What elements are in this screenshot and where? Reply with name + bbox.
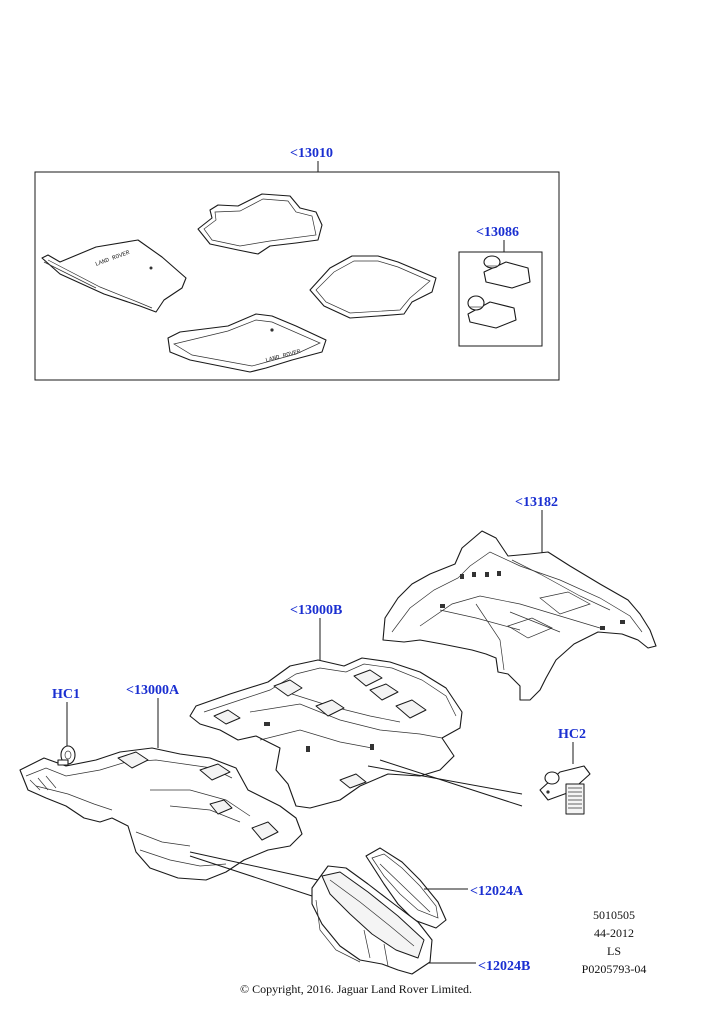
meta-line-1: 5010505	[593, 908, 635, 922]
front-floor-carpet[interactable]	[19, 747, 303, 881]
hc1-group: HC1	[52, 687, 80, 766]
callout-hc1[interactable]: HC1	[52, 687, 80, 702]
hc1-retaining-clip[interactable]	[57, 745, 76, 766]
callout-13182[interactable]: <13182	[515, 495, 558, 510]
floor-mat-rear-right[interactable]	[197, 193, 323, 255]
hc2-retaining-clip[interactable]	[539, 765, 591, 815]
console-trim-12024B[interactable]	[311, 865, 433, 975]
console-trim-group: <12024A <12024B	[189, 847, 530, 975]
floor-mat-front-left[interactable]	[41, 239, 187, 313]
meta-line-2: 44-2012	[594, 926, 634, 940]
callout-13086[interactable]: <13086	[476, 225, 519, 240]
console-trim-12024A[interactable]	[365, 847, 447, 929]
floor-mat-front-right[interactable]	[167, 313, 327, 373]
floor-mat-rear-left[interactable]	[309, 255, 437, 319]
mat-set-group: <13010 LAND ROVER LAND ROVER <13086	[34, 146, 560, 381]
mat-clip-upper[interactable]	[483, 255, 531, 289]
front-carpet-group: <13000A	[19, 683, 303, 881]
copyright-notice: © Copyright, 2016. Jaguar Land Rover Lim…	[240, 982, 472, 996]
mat-set-frame	[34, 171, 560, 381]
clip-inset-frame	[458, 251, 543, 347]
callout-13000A[interactable]: <13000A	[126, 683, 180, 698]
callout-13000B[interactable]: <13000B	[290, 603, 342, 618]
hc2-group: HC2	[367, 727, 591, 815]
callout-hc2[interactable]: HC2	[558, 727, 586, 742]
rear-carpet-group: <13182	[382, 495, 657, 701]
callout-12024B[interactable]: <12024B	[478, 959, 530, 974]
mat-clip-lower[interactable]	[467, 295, 517, 329]
meta-line-3: LS	[607, 944, 621, 958]
callout-12024A[interactable]: <12024A	[470, 884, 524, 899]
callout-13010[interactable]: <13010	[290, 146, 333, 161]
meta-line-4: P0205793-04	[582, 962, 647, 976]
drawing-metadata: 5010505 44-2012 LS P0205793-04	[582, 908, 647, 976]
